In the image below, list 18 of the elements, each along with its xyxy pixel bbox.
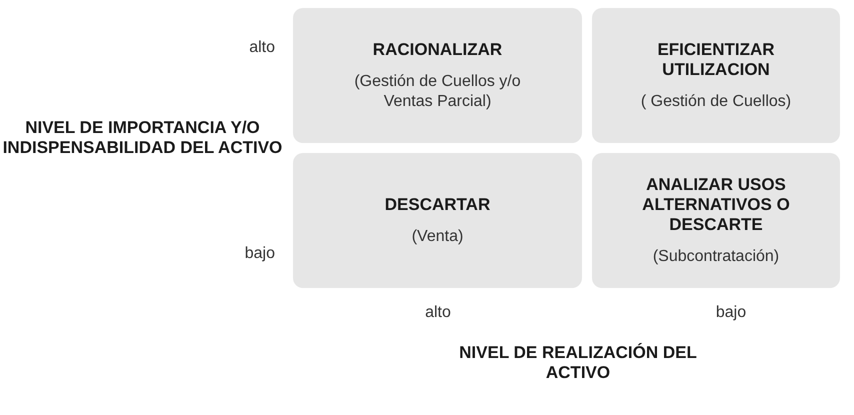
quadrant-box [293, 153, 582, 288]
quadrant-heading: DESCARTAR [384, 194, 490, 214]
quadrant-box [592, 8, 840, 143]
quadrant-box [293, 8, 582, 143]
quadrant-box [592, 153, 840, 288]
quadrant-description: (Gestión de Cuellos y/o Ventas Parcial) [353, 72, 522, 112]
axis-level-label: alto [248, 39, 275, 57]
axis-level-label: alto [424, 304, 452, 322]
quadrant-description: (Subcontratación) [652, 246, 780, 266]
quadrant-description: (Venta) [412, 226, 464, 246]
axis-title: NIVEL DE IMPORTANCIA Y/O INDISPENSABILIDAD DEL ACTIVO [2, 118, 284, 158]
quadrant-heading: RACIONALIZAR [372, 40, 502, 60]
axis-title: NIVEL DE REALIZACIÓN DEL ACTIVO [458, 343, 698, 383]
quadrant-heading: EFICIENTIZAR UTILIZACION [656, 40, 776, 80]
quadrant-description: ( Gestión de Cuellos) [640, 92, 792, 112]
quadrant-heading: ANALIZAR USOS ALTERNATIVOS O DESCARTE [641, 174, 791, 234]
axis-level-label: bajo [714, 304, 748, 322]
axis-level-label: bajo [244, 245, 275, 263]
